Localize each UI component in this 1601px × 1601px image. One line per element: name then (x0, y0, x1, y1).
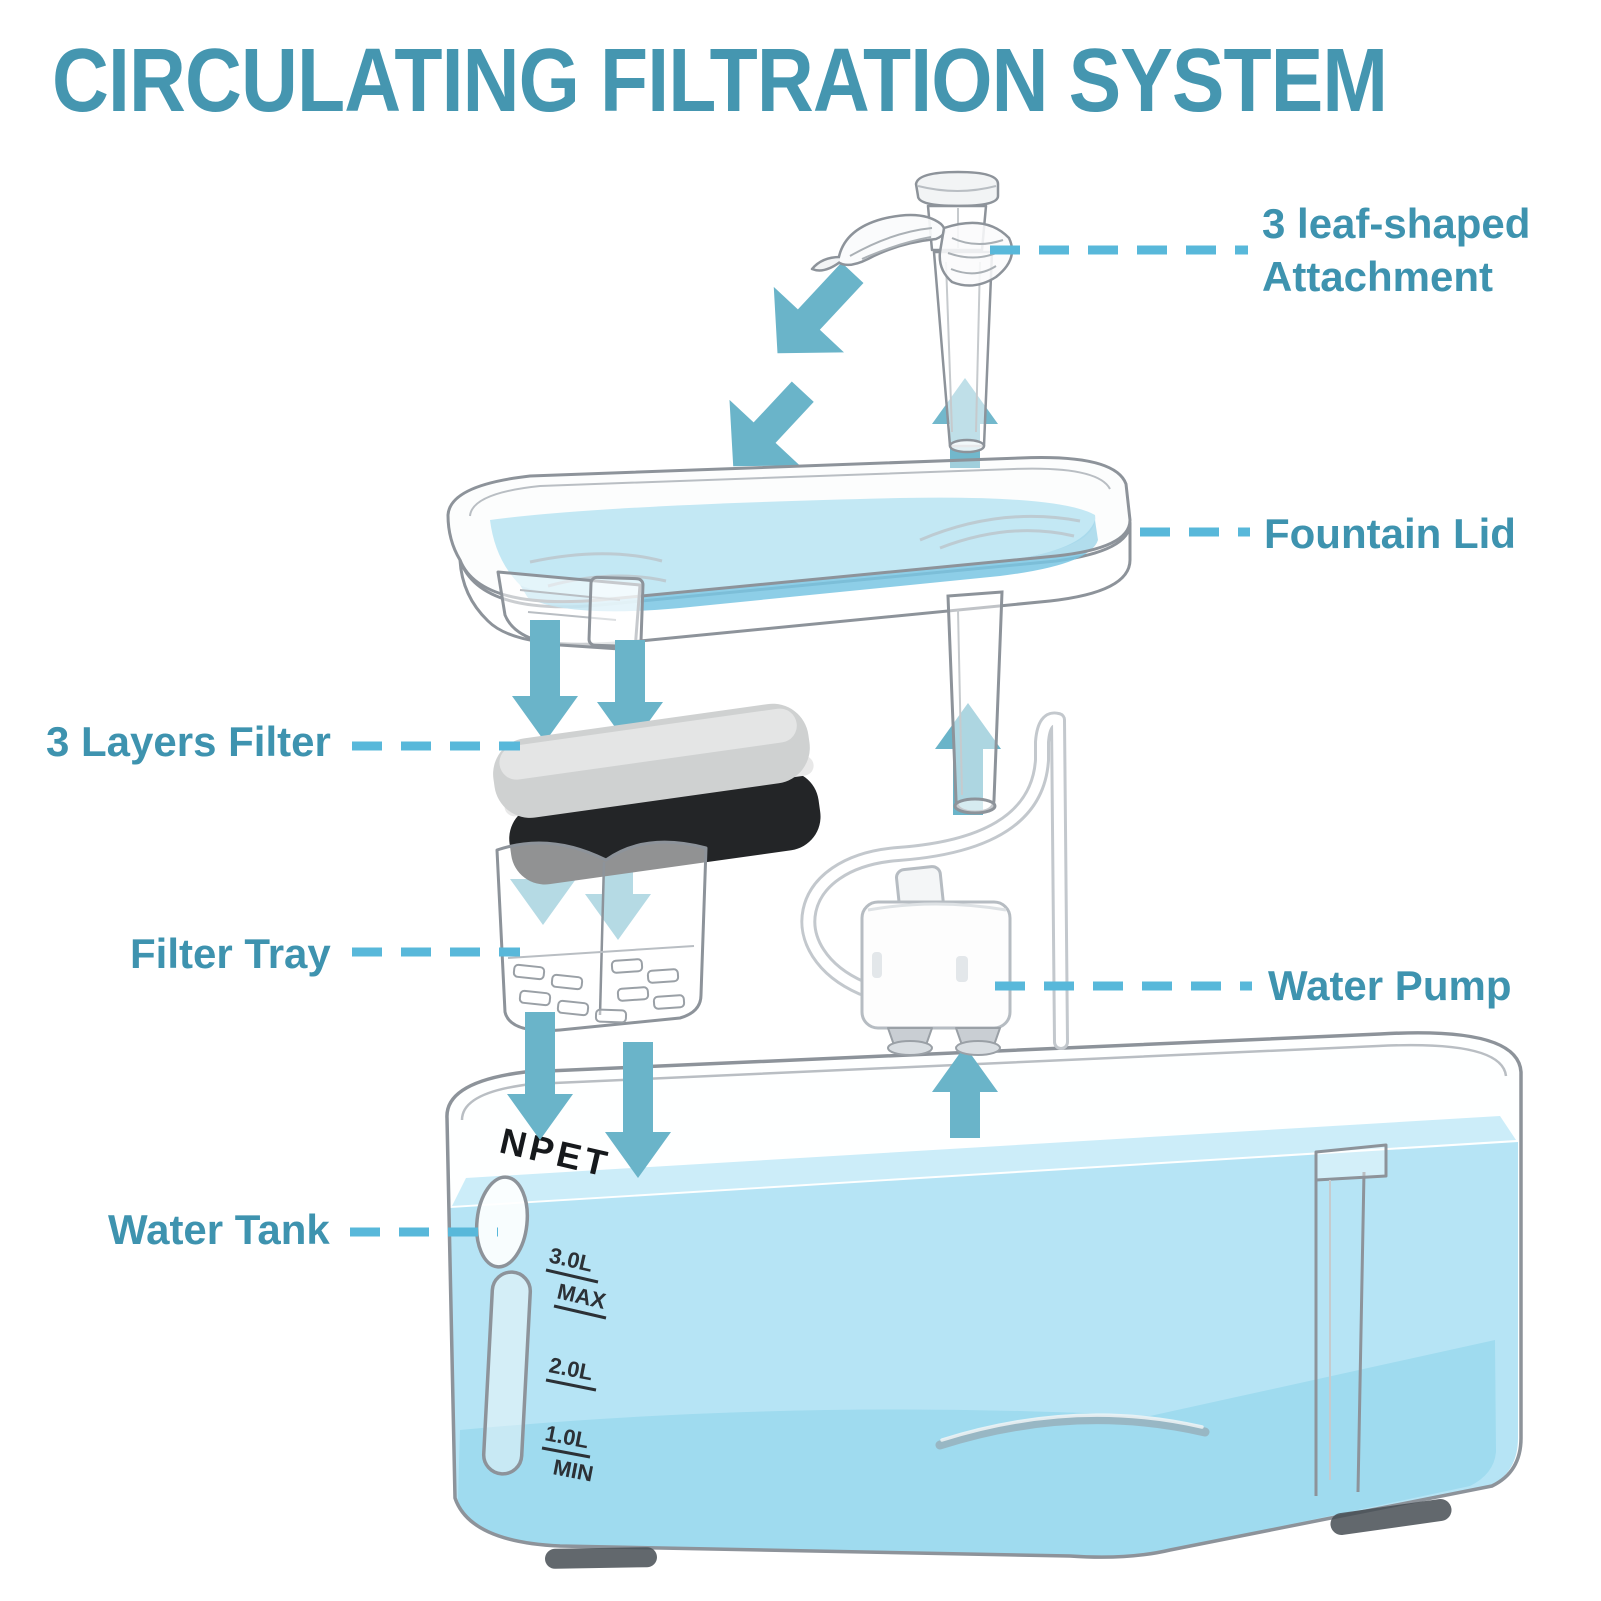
flow-arrow (605, 1042, 671, 1178)
callout-filter-tray: Filter Tray (130, 930, 331, 977)
flow-arrow (932, 1046, 998, 1138)
callout-leaf-attachment: 3 leaf-shaped Attachment (1262, 200, 1531, 300)
callout-water-tank: Water Tank (108, 1206, 330, 1253)
leaf-attachment (810, 170, 1014, 454)
flow-arrow (729, 381, 814, 467)
fountain-lid-tube (946, 590, 1004, 815)
callout-layers-filter: 3 Layers Filter (46, 718, 331, 765)
callout-fountain-lid: Fountain Lid (1264, 510, 1516, 557)
callout-water-pump: Water Pump (1268, 962, 1512, 1009)
water-pump (800, 711, 1069, 1056)
callout-dashes (350, 245, 1252, 1237)
page-title: CIRCULATING FILTRATION SYSTEM (52, 31, 1388, 131)
flow-arrow (512, 620, 578, 742)
flow-arrow (507, 1012, 573, 1140)
fountain-lid (446, 456, 1132, 652)
flow-arrow (935, 703, 1001, 815)
flow-arrows-bottom (507, 1012, 998, 1178)
flow-arrow (773, 262, 864, 354)
flow-arrow (597, 640, 663, 748)
filter-tray (495, 840, 708, 1033)
water-tank: NPET 3.0L MAX 2.0L 1.0L MIN (445, 1031, 1523, 1569)
